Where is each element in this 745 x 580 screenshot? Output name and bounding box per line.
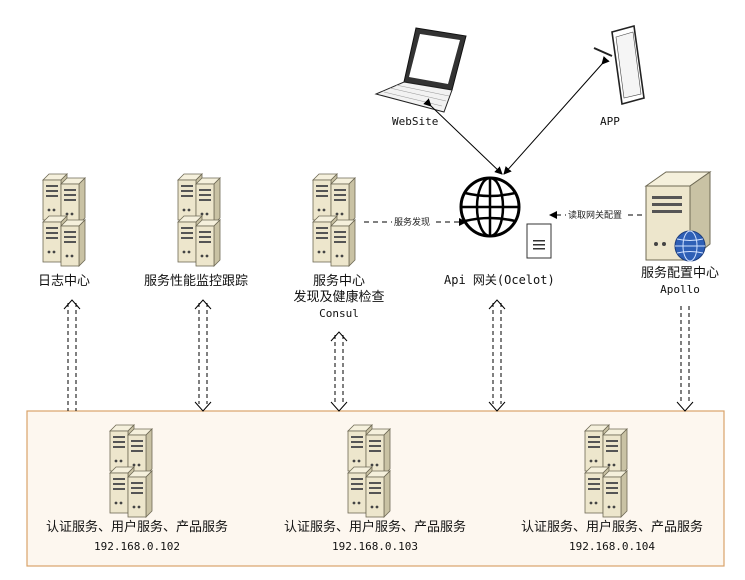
config-center-line1: 服务配置中心	[640, 266, 719, 281]
perf-monitor-server-icon	[178, 174, 220, 266]
perf-monitor-label: 服务性能监控跟踪	[144, 274, 249, 289]
laptop-icon	[374, 27, 467, 113]
service-discovery-label: 服务发现	[392, 215, 433, 228]
log-center-link	[63, 299, 81, 411]
website-gateway-arrow	[423, 98, 503, 175]
server-104-icon	[585, 425, 627, 517]
server-102-services: 认证服务、用户服务、产品服务	[45, 520, 228, 535]
service-center-line3: Consul	[319, 307, 359, 320]
server-103-services: 认证服务、用户服务、产品服务	[283, 520, 466, 535]
server-103-ip: 192.168.0.103	[331, 540, 419, 553]
api-gateway-label: Api 网关(Ocelot)	[444, 273, 555, 287]
service-center-label: 服务中心 发现及健康检查 Consul	[284, 274, 394, 322]
server-104-ip: 192.168.0.104	[568, 540, 656, 553]
gateway-link	[488, 299, 506, 412]
perf-monitor-link	[194, 299, 212, 412]
server-102-ip: 192.168.0.102	[93, 540, 181, 553]
config-center-line2: Apollo	[660, 283, 700, 296]
config-center-link	[676, 306, 694, 412]
gateway-server-icon	[526, 223, 552, 259]
config-server-icon	[644, 171, 712, 262]
config-center-label: 服务配置中心 Apollo	[630, 266, 730, 298]
service-center-line1: 服务中心	[312, 274, 365, 289]
server-103-label: 认证服务、用户服务、产品服务 192.168.0.103	[270, 520, 480, 555]
globe-icon	[459, 176, 521, 238]
service-center-server-icon	[313, 174, 355, 266]
server-104-label: 认证服务、用户服务、产品服务 192.168.0.104	[507, 520, 717, 555]
server-103-icon	[348, 425, 390, 517]
log-center-label: 日志中心	[38, 274, 91, 289]
app-gateway-arrow	[503, 56, 610, 175]
app-label: APP	[600, 115, 620, 128]
log-center-server-icon	[43, 174, 85, 266]
service-center-line2: 发现及健康检查	[293, 290, 385, 305]
service-center-link	[330, 331, 348, 412]
server-104-services: 认证服务、用户服务、产品服务	[520, 520, 703, 535]
website-label: WebSite	[392, 115, 439, 128]
read-config-label: 读取网关配置	[566, 208, 625, 221]
server-102-label: 认证服务、用户服务、产品服务 192.168.0.102	[32, 520, 242, 555]
tablet-icon	[593, 24, 645, 106]
server-102-icon	[110, 425, 152, 517]
